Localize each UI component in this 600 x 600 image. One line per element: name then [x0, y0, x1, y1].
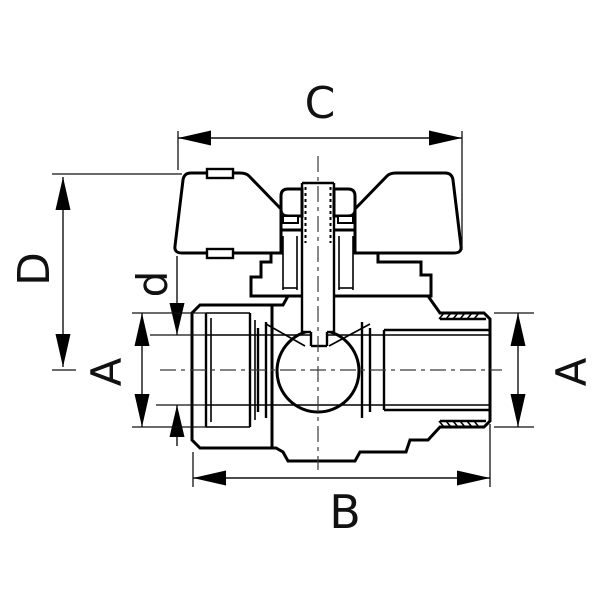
valve-body: [190, 294, 492, 463]
butterfly-handle: [173, 167, 463, 260]
dimension-d-handle: D: [9, 173, 182, 367]
handle-rib-bottom: [205, 247, 235, 260]
arrowhead: [134, 394, 150, 427]
stem-nut: [279, 187, 357, 224]
handle-left-wing: [173, 171, 283, 255]
label-a-left: A: [82, 357, 131, 386]
arrowhead: [169, 303, 185, 335]
ball-top-detail: [265, 323, 371, 347]
male-thread-detail: [382, 312, 490, 428]
label-c: C: [305, 78, 336, 129]
dimension-a-right: A: [494, 312, 596, 428]
arrowhead: [55, 177, 71, 210]
arrowhead: [134, 313, 150, 346]
arrowhead: [510, 394, 526, 427]
gland-packing-lines: [282, 236, 354, 290]
arrowhead: [55, 334, 71, 367]
centerlines: [52, 156, 502, 470]
dimension-d-bore: d: [128, 256, 206, 446]
arrowhead: [510, 313, 526, 346]
handle-right-wing: [353, 171, 463, 255]
arrowhead: [429, 130, 462, 146]
dimension-c: C: [177, 78, 463, 250]
label-b: B: [329, 485, 361, 539]
arrowhead: [457, 470, 490, 486]
label-a-right: A: [547, 357, 596, 386]
arrowhead: [178, 130, 211, 146]
dimension-b: B: [192, 424, 491, 539]
arrowhead: [169, 405, 185, 437]
bore-lines: [206, 334, 490, 406]
label-d-bore: d: [128, 271, 177, 298]
arrowhead: [193, 470, 226, 486]
label-d-handle: D: [9, 252, 60, 286]
handle-rib-top: [205, 167, 235, 180]
stem-tang: [311, 330, 327, 346]
dimension-a-left: A: [82, 312, 218, 428]
